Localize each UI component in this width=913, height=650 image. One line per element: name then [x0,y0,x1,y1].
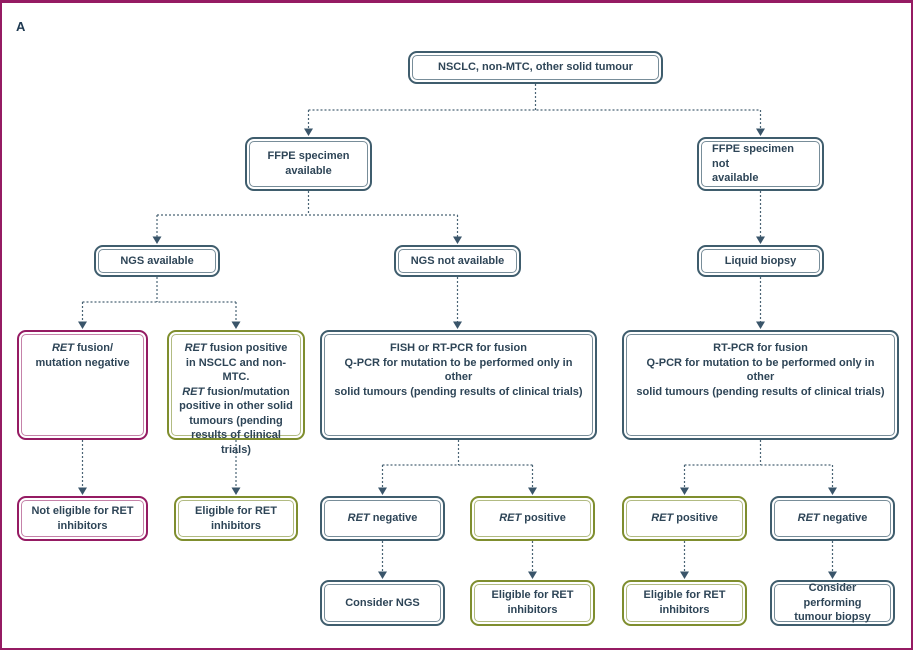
node-ngs-available: NGS available [94,245,220,277]
node-liquid-biopsy: Liquid biopsy [697,245,824,277]
node-ngs-not-available-label: NGS not available [410,254,505,267]
node-root-tumour: NSCLC, non-MTC, other solid tumour [408,51,663,84]
node-ret-negative-2: RET negative [770,496,895,541]
node-consider-ngs: Consider NGS [320,580,445,626]
node-ret-negative-1: RET negative [320,496,445,541]
node-ret-positive-2-label: RET positive [651,512,718,525]
node-ret-negative-2-label: RET negative [797,512,868,525]
node-root-tumour-label: NSCLC, non-MTC, other solid tumour [438,61,633,74]
node-liquid-biopsy-label: Liquid biopsy [724,254,797,267]
node-ret-positive-1-label: RET positive [499,512,566,525]
node-ngs-not-available: NGS not available [394,245,521,277]
node-ret-positive-1: RET positive [470,496,595,541]
node-ret-positive-2: RET positive [622,496,747,541]
node-ret-fusion-mutation-negative-label: RET fusion/mutation negative [35,342,130,369]
node-consider-ngs-label: Consider NGS [345,596,420,609]
panel-label: A [16,19,26,34]
node-ret-negative-1-label: RET negative [347,512,418,525]
arrowheads [78,128,837,579]
connector-lines [78,84,837,579]
node-ngs-available-label: NGS available [120,254,194,267]
node-ret-fusion-mutation-negative: RET fusion/mutation negative [17,330,148,440]
